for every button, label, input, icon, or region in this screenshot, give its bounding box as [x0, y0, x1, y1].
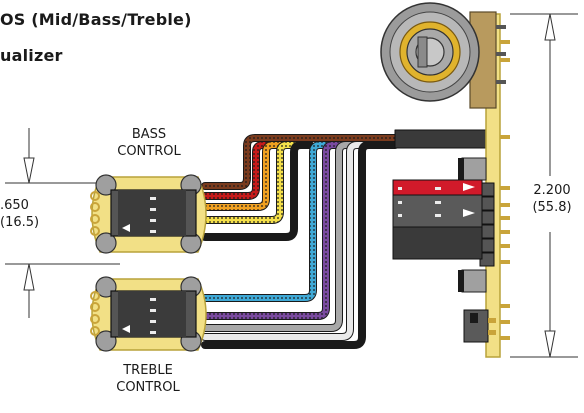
height-dimension-label: 2.200 (55.8): [530, 182, 574, 216]
lower-component: [458, 269, 487, 293]
spacing-inches: .650: [0, 198, 29, 213]
bass-control-board: [90, 174, 207, 254]
bass-control-label: BASS CONTROL: [114, 126, 184, 160]
upper-component: [458, 157, 487, 181]
treble-control-label: TREBLE CONTROL: [112, 362, 184, 396]
height-mm: (55.8): [532, 200, 572, 215]
height-inches: 2.200: [533, 183, 571, 198]
slide-switch: [463, 309, 496, 343]
diagram-title: OS (Mid/Bass/Treble): [0, 10, 192, 29]
spacing-dimension-label: .650 (16.5): [0, 197, 44, 231]
treble-label-line2: CONTROL: [116, 380, 180, 395]
wire-bundle: [201, 129, 488, 349]
potentiometer: [380, 2, 506, 109]
treble-control-board: [90, 276, 207, 352]
bass-label-line1: BASS: [131, 127, 167, 142]
switch-stack: [392, 179, 483, 260]
treble-label-line1: TREBLE: [123, 363, 173, 378]
bass-label-line2: CONTROL: [117, 144, 181, 159]
height-dimension-lines: [510, 13, 578, 358]
diagram-subtitle: ualizer: [0, 46, 63, 65]
spacing-mm: (16.5): [0, 215, 40, 230]
